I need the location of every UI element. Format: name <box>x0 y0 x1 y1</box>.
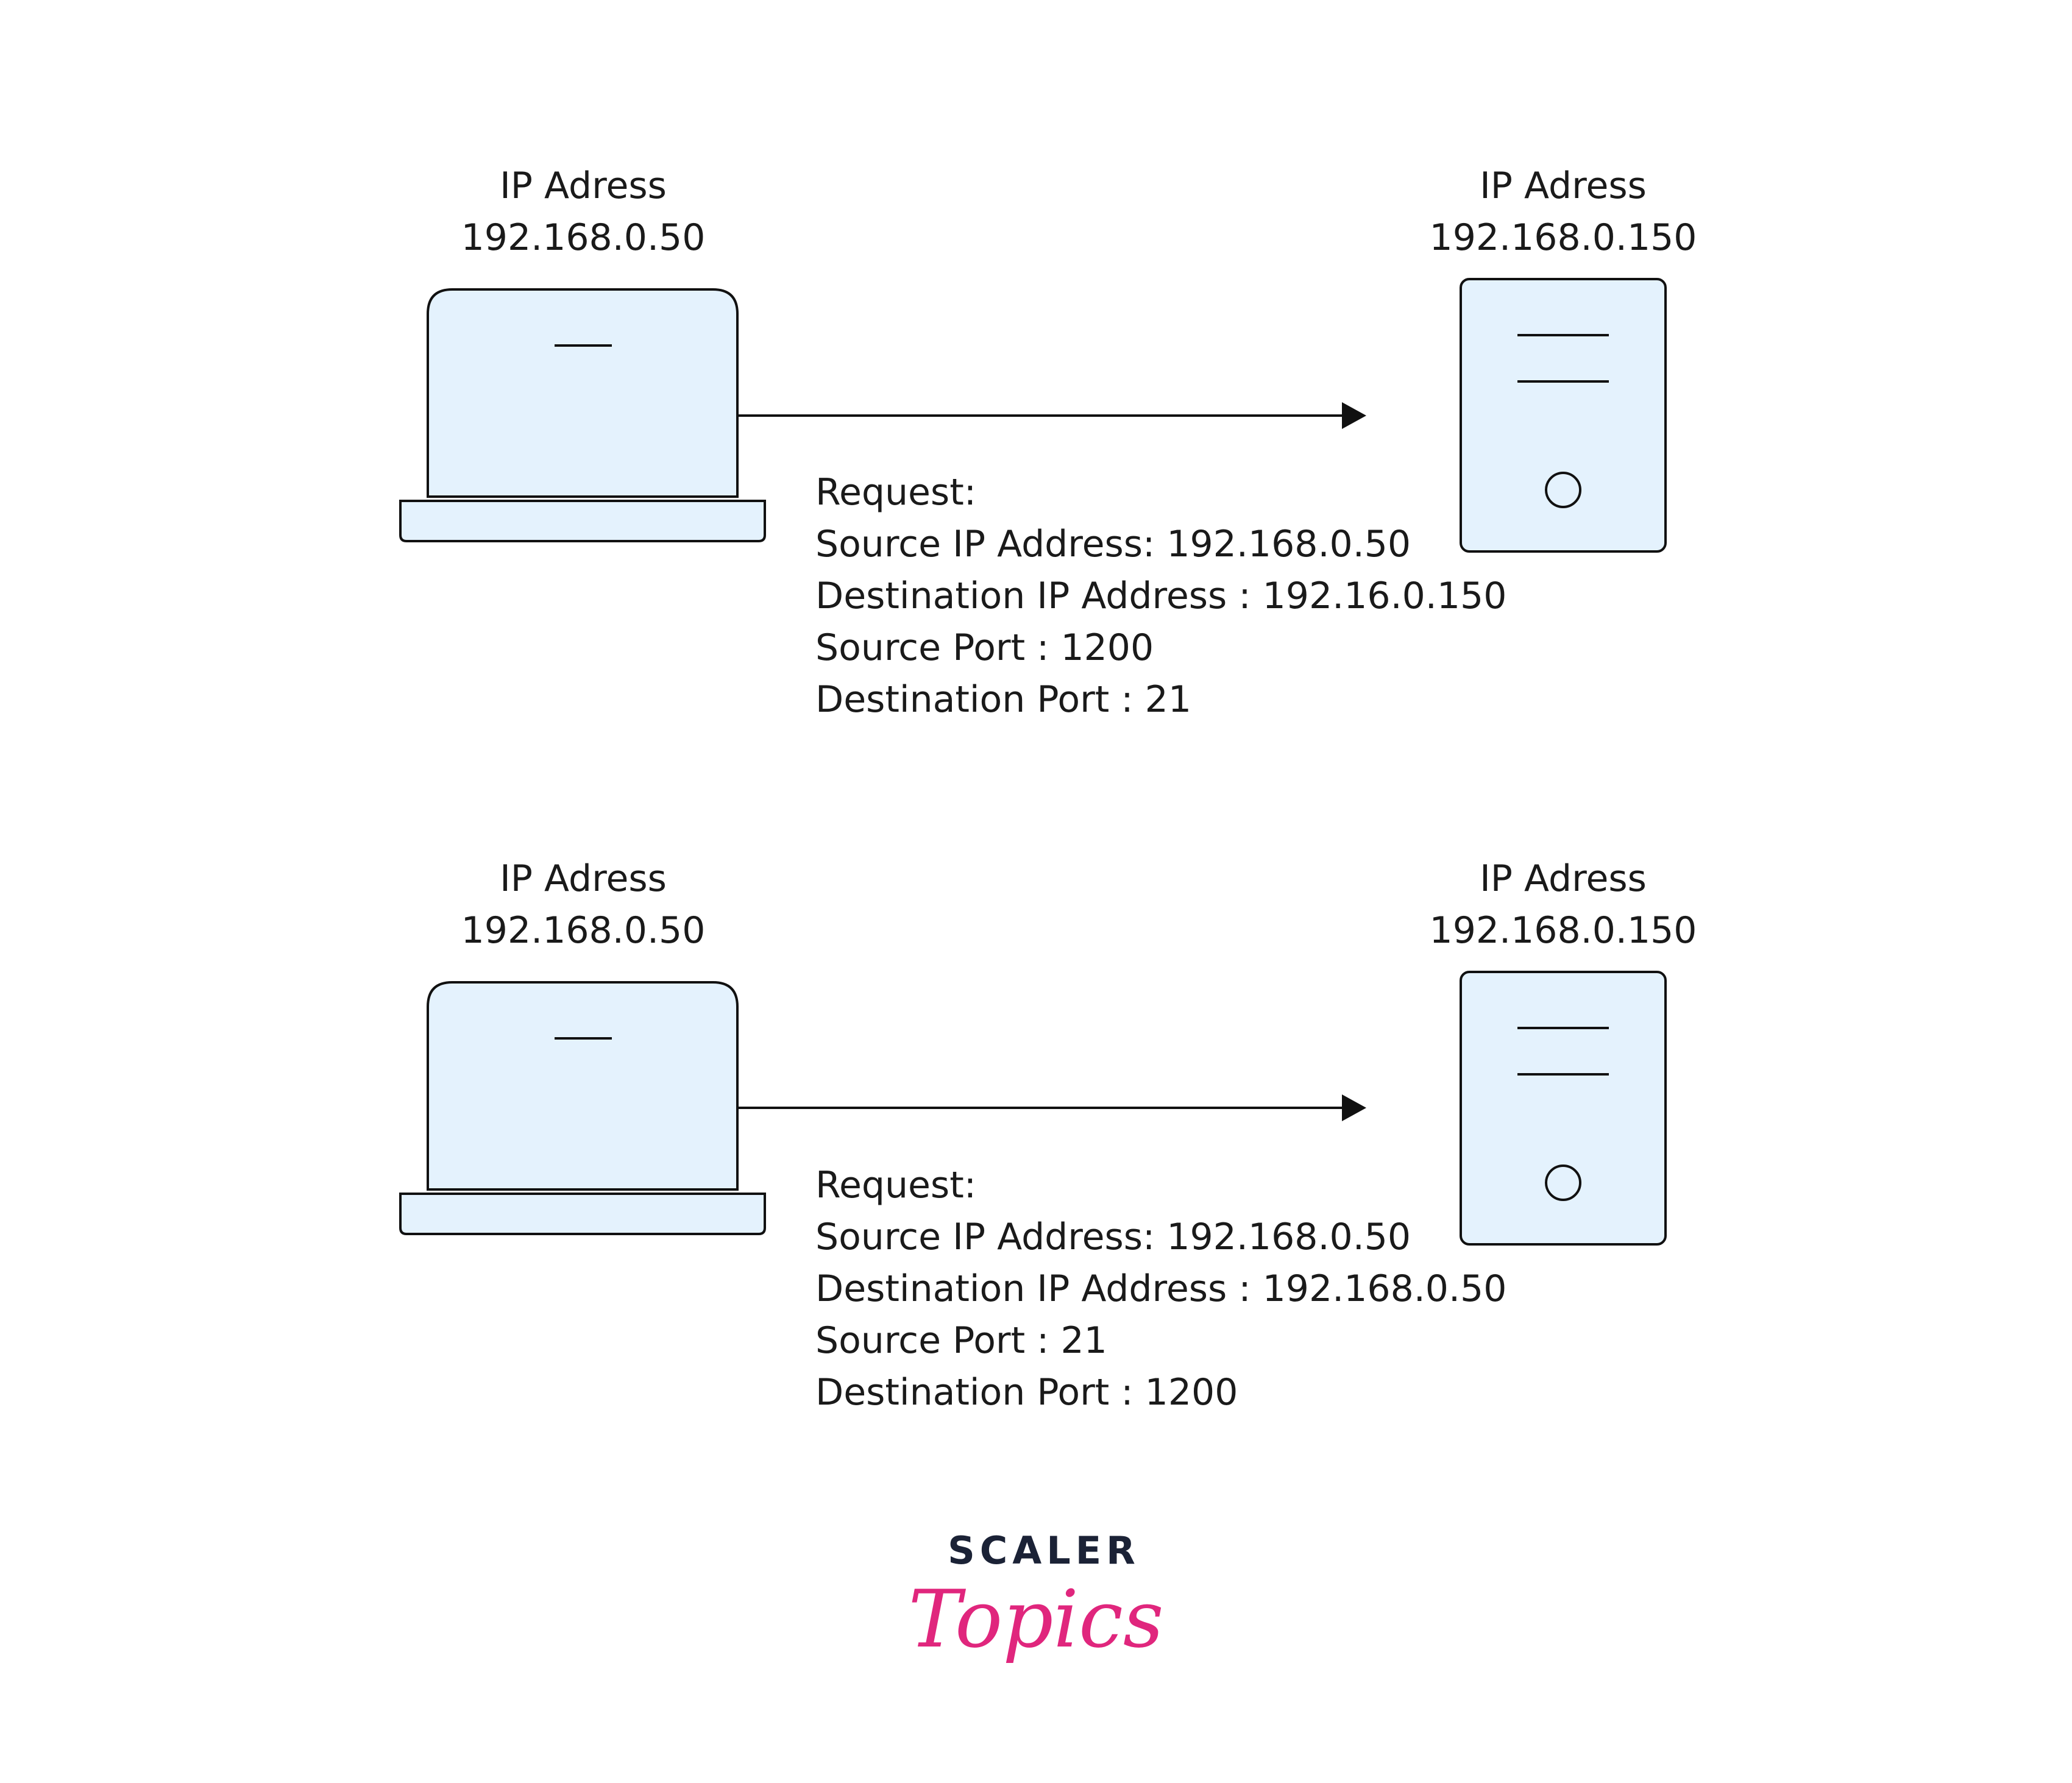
laptop-icon <box>399 981 766 1235</box>
scaler-topics-logo: SCALER Topics <box>908 1528 1163 1665</box>
request-details: Request: Source IP Address: 192.168.0.50… <box>815 471 1506 721</box>
request-source-ip: Source IP Address: 192.168.0.50 <box>815 1216 1411 1258</box>
scenario-1: IP Adress 192.168.0.50 IP Adress 192.168… <box>399 165 1697 721</box>
request-destination-ip: Destination IP Address : 192.16.0.150 <box>815 575 1506 617</box>
server-icon <box>1460 971 1667 1246</box>
request-source-ip: Source IP Address: 192.168.0.50 <box>815 523 1411 565</box>
logo-wordmark-topics: Topics <box>908 1573 1163 1665</box>
request-destination-port: Destination Port : 1200 <box>815 1371 1238 1414</box>
server-ip-label: IP Adress <box>1480 857 1647 900</box>
request-title: Request: <box>815 1164 976 1207</box>
request-destination-port: Destination Port : 21 <box>815 678 1191 721</box>
request-destination-ip: Destination IP Address : 192.168.0.50 <box>815 1267 1506 1310</box>
scenario-2: IP Adress 192.168.0.50 IP Adress 192.168… <box>399 857 1697 1414</box>
client-ip-label: IP Adress <box>500 165 667 207</box>
client-ip-label: IP Adress <box>500 857 667 900</box>
client-ip-value: 192.168.0.50 <box>461 909 706 952</box>
server-icon <box>1460 278 1667 553</box>
request-source-port: Source Port : 1200 <box>815 626 1154 669</box>
server-ip-value: 192.168.0.150 <box>1430 216 1697 259</box>
laptop-icon <box>399 288 766 542</box>
request-title: Request: <box>815 471 976 514</box>
logo-wordmark-scaler: SCALER <box>948 1528 1140 1573</box>
server-ip-label: IP Adress <box>1480 165 1647 207</box>
client-ip-value: 192.168.0.50 <box>461 216 706 259</box>
request-source-port: Source Port : 21 <box>815 1319 1107 1362</box>
request-details: Request: Source IP Address: 192.168.0.50… <box>815 1164 1506 1414</box>
server-ip-value: 192.168.0.150 <box>1430 909 1697 952</box>
